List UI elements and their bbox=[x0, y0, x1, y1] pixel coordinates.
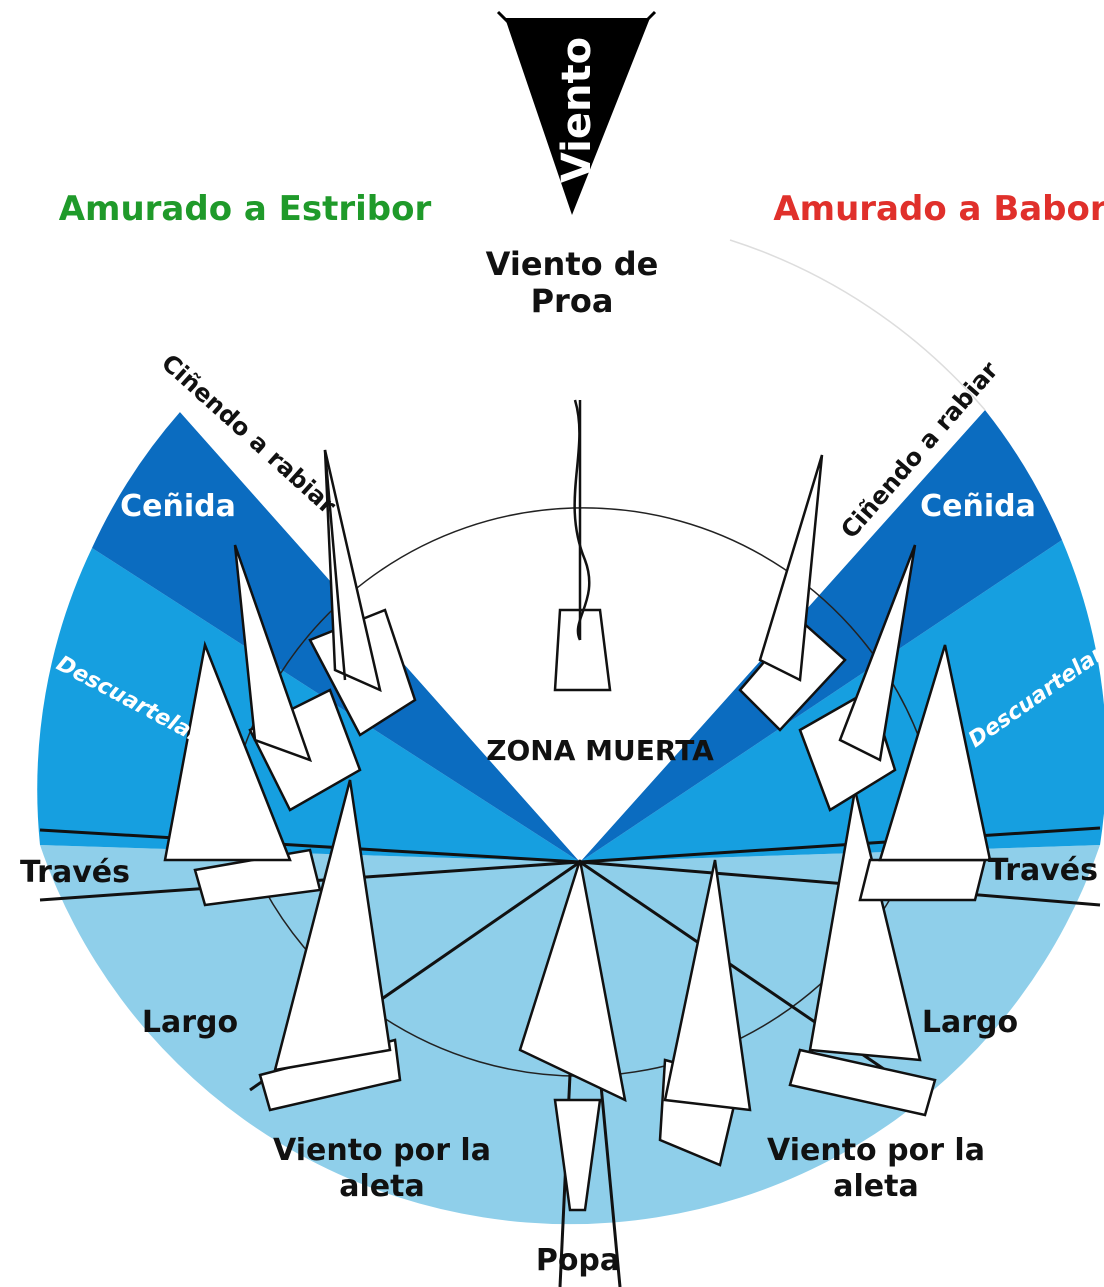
boat-head-to-wind-icon bbox=[553, 399, 612, 692]
boat-port-beam-reach-icon bbox=[858, 644, 992, 902]
head-to-wind-label-line1: Viento de bbox=[486, 245, 659, 283]
wind-indicator bbox=[496, 10, 657, 215]
head-to-wind-label-line2: Proa bbox=[531, 282, 614, 320]
quarter-wind-label-starboard-line1: Viento por la bbox=[273, 1133, 491, 1168]
boat-run-icon bbox=[518, 859, 627, 1212]
boat-port-close-hauled-extreme-icon bbox=[738, 454, 847, 732]
quarter-wind-label-port-line2: aleta bbox=[833, 1169, 918, 1204]
boat-starboard-close-hauled-extreme-icon bbox=[308, 449, 417, 737]
boat-port-broad-reach-icon bbox=[788, 789, 937, 1117]
close-hauled-label-starboard: Ceñida bbox=[120, 489, 236, 524]
inner-arc bbox=[239, 507, 921, 761]
beam-reach-label-port: Través bbox=[988, 853, 1098, 888]
quarter-wind-label-port-line1: Viento por la bbox=[767, 1133, 985, 1168]
wind-arrow-icon bbox=[505, 18, 650, 215]
boat-port-quarter-icon bbox=[658, 859, 752, 1167]
quarter-wind-label-starboard-line2: aleta bbox=[339, 1169, 424, 1204]
starboard-tack-label: Amurado a Estribor bbox=[59, 189, 432, 229]
boat-port-close-hauled-icon bbox=[798, 544, 917, 812]
boats bbox=[163, 399, 992, 1212]
broad-reach-label-starboard: Largo bbox=[142, 1005, 238, 1040]
broad-reach-label-port: Largo bbox=[922, 1005, 1018, 1040]
boat-starboard-beam-reach-icon bbox=[163, 640, 322, 907]
beam-reach-label-starboard: Través bbox=[20, 855, 130, 890]
dead-zone-label: ZONA MUERTA bbox=[486, 734, 714, 767]
sector-close-hauled-port bbox=[580, 410, 1062, 862]
boat-starboard-close-hauled-icon bbox=[233, 544, 362, 812]
port-tack-label: Amurado a Babor bbox=[773, 189, 1104, 229]
wind-arrow-label: Viento bbox=[554, 37, 600, 183]
boat-starboard-broad-reach-icon bbox=[258, 779, 402, 1112]
run-label: Popa bbox=[536, 1243, 620, 1278]
close-hauled-label-port: Ceñida bbox=[920, 489, 1036, 524]
circle-outline bbox=[729, 239, 986, 411]
